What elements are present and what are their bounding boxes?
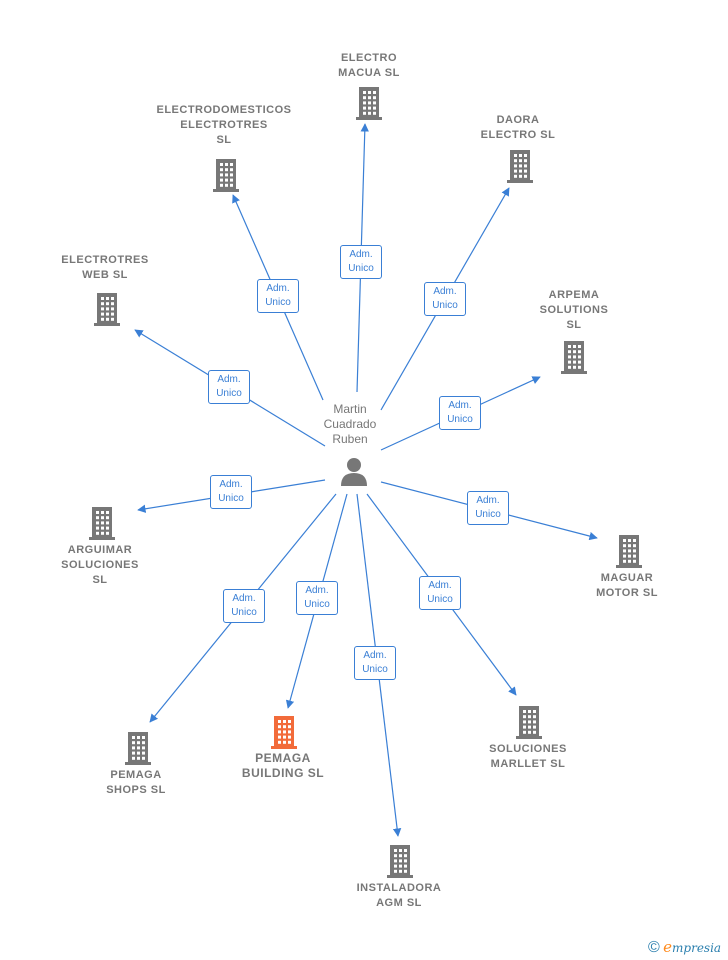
building-icon[interactable] <box>516 706 542 739</box>
building-icon[interactable] <box>387 845 413 878</box>
company-label-arpema[interactable]: ARPEMA SOLUTIONS SL <box>539 289 609 331</box>
building-icon[interactable] <box>507 150 533 183</box>
role-label-electrotres-web[interactable]: Adm. Unico <box>208 370 250 404</box>
empresia-logo: © empresia <box>648 938 722 956</box>
building-icon[interactable] <box>94 293 120 326</box>
building-icon[interactable] <box>89 507 115 540</box>
person-icon <box>341 458 367 486</box>
building-icon[interactable] <box>561 341 587 374</box>
role-label-arguimar[interactable]: Adm. Unico <box>210 475 252 509</box>
company-label-maguar[interactable]: MAGUAR MOTOR SL <box>596 572 658 599</box>
role-label-electrodomesticos[interactable]: Adm. Unico <box>257 279 299 313</box>
role-label-pemaga-building[interactable]: Adm. Unico <box>296 581 338 615</box>
person-name[interactable]: Martin Cuadrado Ruben <box>323 402 377 446</box>
company-label-pemaga-building[interactable]: PEMAGA BUILDING SL <box>241 751 325 780</box>
role-label-electro-macua[interactable]: Adm. Unico <box>340 245 382 279</box>
company-label-electrotres-web[interactable]: ELECTROTRES WEB SL <box>61 254 149 281</box>
building-icon[interactable] <box>616 535 642 568</box>
building-icon[interactable] <box>356 87 382 120</box>
role-label-daora[interactable]: Adm. Unico <box>424 282 466 316</box>
role-label-soluciones-marllet[interactable]: Adm. Unico <box>419 576 461 610</box>
role-label-maguar[interactable]: Adm. Unico <box>467 491 509 525</box>
building-icon[interactable] <box>125 732 151 765</box>
company-label-daora[interactable]: DAORA ELECTRO SL <box>480 114 556 141</box>
role-label-arpema[interactable]: Adm. Unico <box>439 396 481 430</box>
company-label-electrodomesticos[interactable]: ELECTRODOMESTICOS ELECTROTRES SL <box>156 104 292 146</box>
company-label-pemaga-shops[interactable]: PEMAGA SHOPS SL <box>106 769 166 796</box>
building-icon[interactable] <box>213 159 239 192</box>
company-label-soluciones-marllet[interactable]: SOLUCIONES MARLLET SL <box>489 743 567 770</box>
role-label-pemaga-shops[interactable]: Adm. Unico <box>223 589 265 623</box>
company-label-instaladora-agm[interactable]: INSTALADORA AGM SL <box>356 882 442 909</box>
company-label-arguimar[interactable]: ARGUIMAR SOLUCIONES SL <box>61 544 139 586</box>
role-label-instaladora-agm[interactable]: Adm. Unico <box>354 646 396 680</box>
building-icon[interactable] <box>271 716 297 749</box>
company-label-electro-macua[interactable]: ELECTRO MACUA SL <box>338 52 400 79</box>
